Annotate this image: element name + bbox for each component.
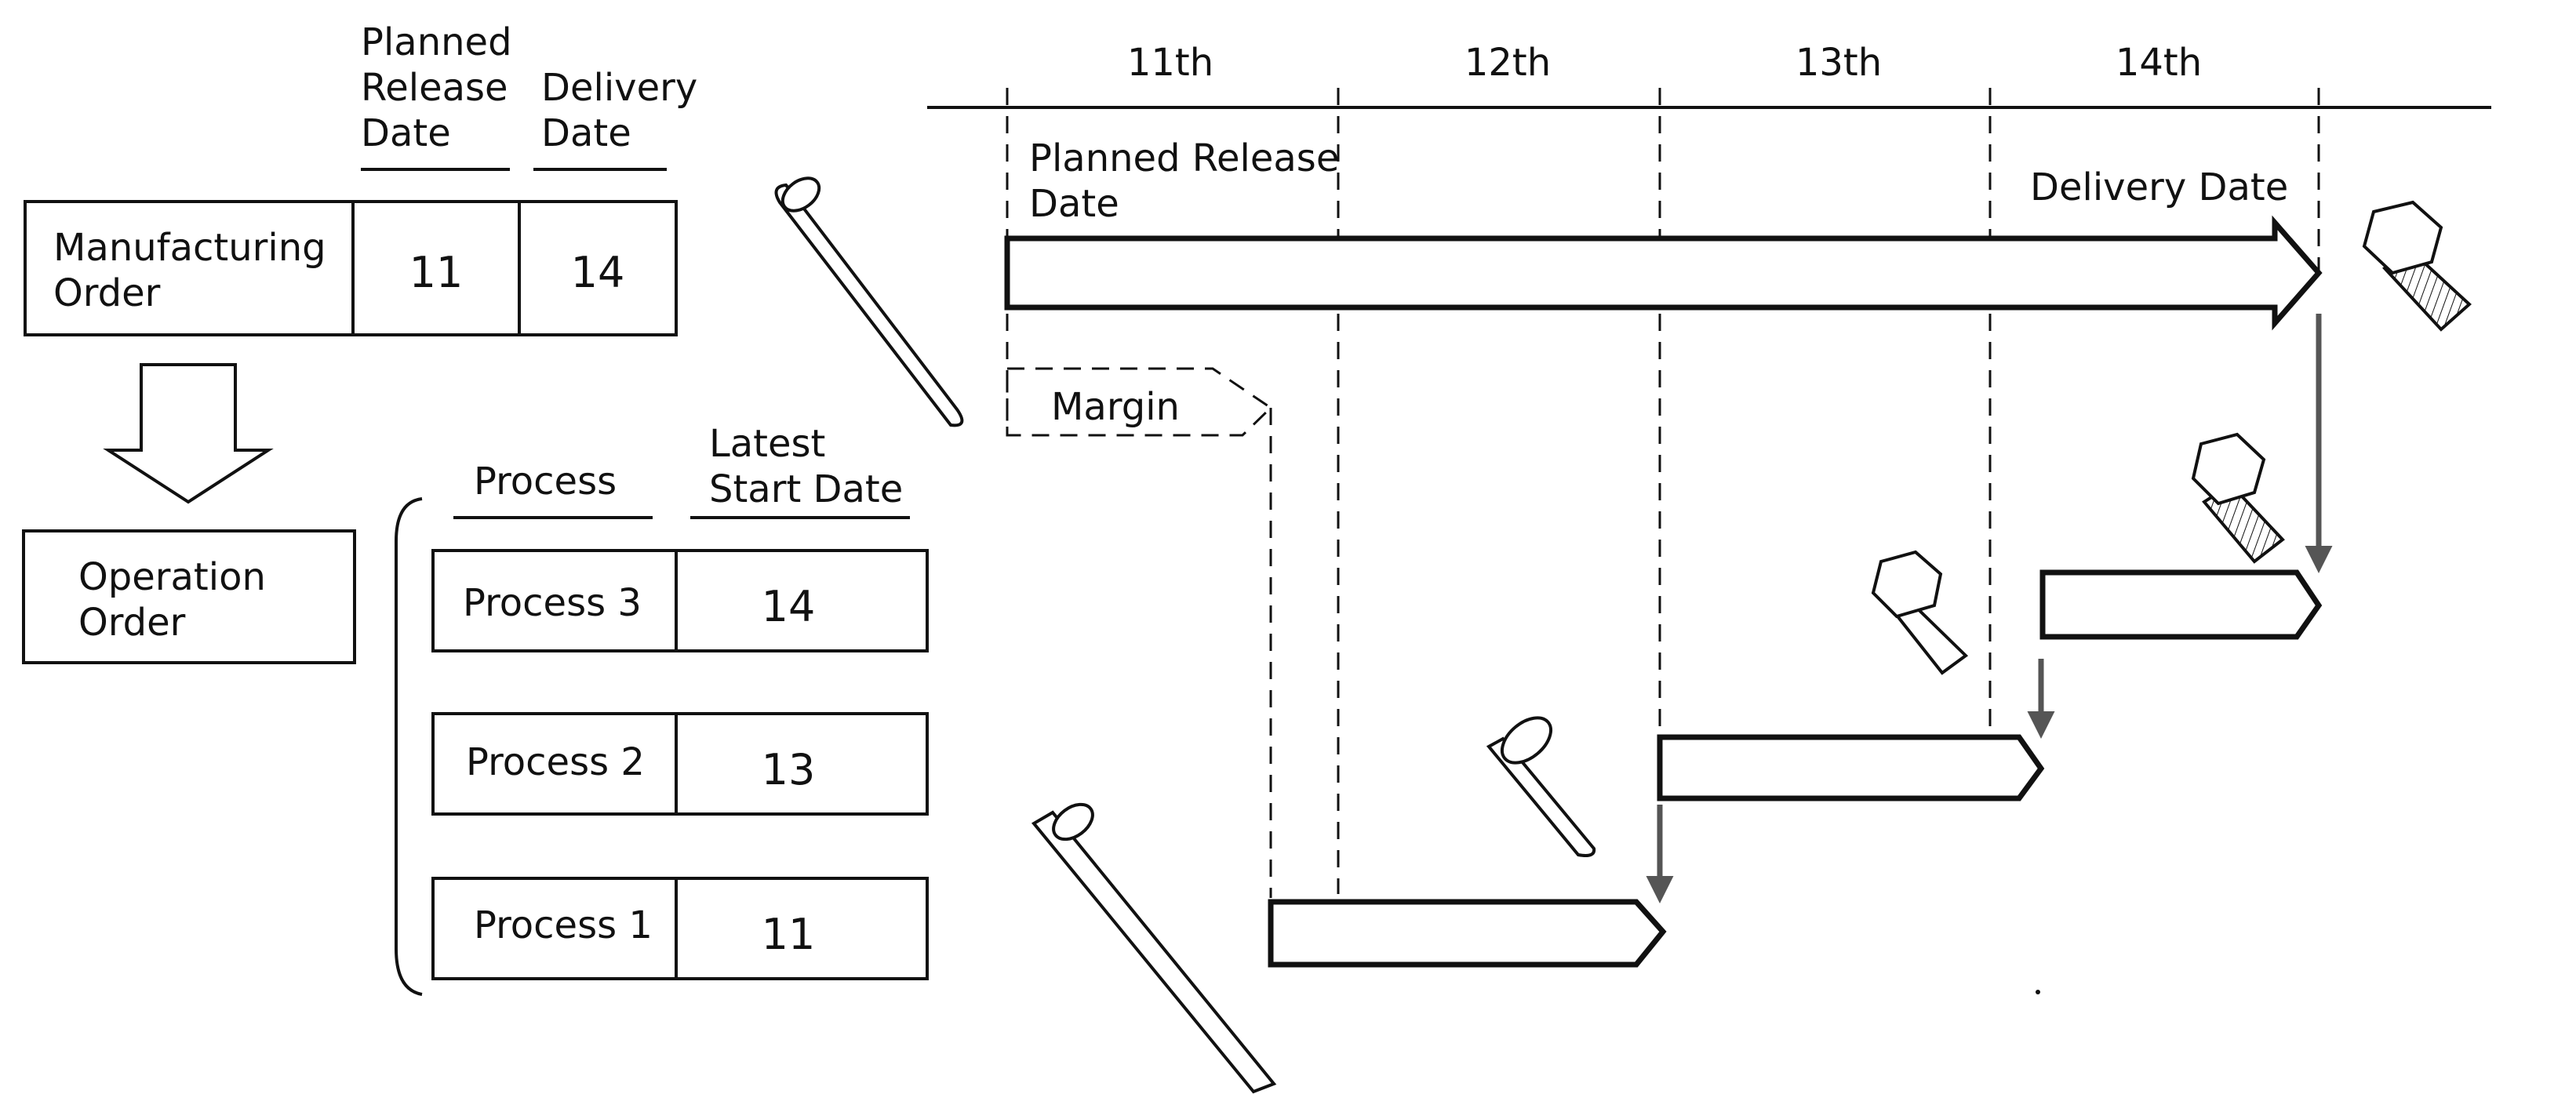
process-name: Process 1: [474, 903, 653, 947]
day-label: 12th: [1464, 41, 1551, 85]
planned-release-value: 11: [409, 248, 464, 297]
margin-indicator: [1006, 367, 1273, 437]
manufacturing-order-bar: [1004, 215, 2323, 331]
bolt-icon: [2362, 200, 2472, 332]
bolt-icon: [2191, 432, 2285, 564]
process-row-box: [431, 877, 929, 980]
process-bracket: [395, 497, 423, 996]
process-row: Process 1 11: [431, 877, 929, 980]
process-column-header: Process: [474, 460, 617, 503]
process-row-box: [431, 712, 929, 816]
margin-label: Margin: [1051, 385, 1180, 429]
process-name: Process 3: [463, 581, 642, 625]
process-1-bar: [1268, 899, 1667, 968]
process-name: Process 2: [466, 740, 645, 784]
bar-stock-icon: [1486, 716, 1596, 857]
stray-dot: [2036, 990, 2040, 994]
delivery-date-label: Delivery Date: [2030, 165, 2288, 209]
delivery-date-value: 14: [571, 248, 625, 297]
day-label: 13th: [1796, 41, 1882, 85]
process-2-bar: [1657, 734, 2045, 801]
steel-rod-icon: [1031, 802, 1277, 1094]
illustrations: [774, 176, 2472, 1094]
latest-start-value: 14: [762, 582, 816, 631]
operation-order-box: [22, 529, 356, 664]
day-label: 14th: [2116, 41, 2202, 85]
process-3-bar: [2039, 569, 2323, 640]
latest-start-value: 11: [762, 910, 816, 959]
steel-rod-icon: [774, 176, 964, 427]
process-row-box: [431, 549, 929, 652]
bolt-blank-icon: [1871, 550, 1969, 675]
order-conversion-arrow: [103, 363, 274, 504]
latest-start-value: 13: [762, 745, 816, 794]
day-label: 11th: [1127, 41, 1213, 85]
process-row: Process 2 13: [431, 712, 929, 816]
manufacturing-order-box: [24, 200, 678, 336]
process-row: Process 3 14: [431, 549, 929, 652]
